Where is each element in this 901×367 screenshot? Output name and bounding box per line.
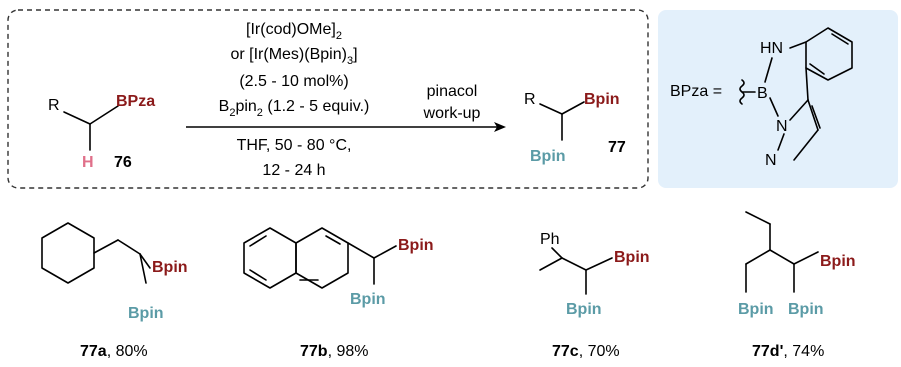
77dp-bpin-teal-left: Bpin xyxy=(738,301,774,318)
sm-r-label: R xyxy=(48,97,60,114)
condition-reagent: B2pin2 (1.2 - 5 equiv.) xyxy=(219,98,370,119)
77a-bpin-teal: Bpin xyxy=(128,305,164,322)
workup-line-2: work-up xyxy=(423,105,481,122)
77a-bpin-red: Bpin xyxy=(152,259,188,276)
product-77b: Bpin Bpin 77b, 98% xyxy=(243,227,434,360)
product-77: R Bpin Bpin 77 xyxy=(524,91,626,165)
condition-catalyst-2: or [Ir(Mes)(Bpin)3] xyxy=(230,46,357,67)
77c-bpin-red: Bpin xyxy=(614,249,650,266)
77c-caption: 77c, 70% xyxy=(552,343,620,360)
77dp-bpin-red: Bpin xyxy=(820,253,856,270)
77b-bpin-teal: Bpin xyxy=(350,291,386,308)
condition-catalyst-1: [Ir(cod)OMe]2 xyxy=(246,21,342,42)
product-77d-prime: Bpin Bpin Bpin 77d', 74% xyxy=(738,211,856,360)
condition-solvent-temp: THF, 50 - 80 °C, xyxy=(237,137,352,154)
bpza-structure: BPza = B HN N N xyxy=(670,27,853,169)
product-77a: Bpin Bpin 77a, 80% xyxy=(41,222,188,360)
condition-loading: (2.5 - 10 mol%) xyxy=(239,73,348,90)
product-77c: Ph Bpin Bpin 77c, 70% xyxy=(539,231,650,360)
reaction-conditions: [Ir(cod)OMe]2 or [Ir(Mes)(Bpin)3] (2.5 -… xyxy=(186,21,506,179)
bpza-n1-atom: N xyxy=(776,118,788,135)
starting-material-76: R BPza H 76 xyxy=(48,93,155,171)
bpza-b-atom: B xyxy=(757,85,768,102)
77dp-caption: 77d', 74% xyxy=(752,343,824,360)
sm-bpza-label: BPza xyxy=(116,93,155,110)
condition-time: 12 - 24 h xyxy=(262,162,325,179)
77c-ph-label: Ph xyxy=(540,231,560,248)
workup-line-1: pinacol xyxy=(427,83,478,100)
prod-bpin-bottom: Bpin xyxy=(530,148,566,165)
prod-bpin-top: Bpin xyxy=(584,91,620,108)
bpza-equals-label: BPza = xyxy=(670,83,722,100)
prod-compound-number: 77 xyxy=(608,139,626,156)
reaction-box xyxy=(7,9,649,189)
prod-r-label: R xyxy=(524,91,536,108)
reaction-arrow-head xyxy=(494,122,506,132)
sm-h-label: H xyxy=(82,154,94,171)
77c-bpin-teal: Bpin xyxy=(566,301,602,318)
bpza-n2-atom: N xyxy=(765,152,777,169)
77a-caption: 77a, 80% xyxy=(80,343,148,360)
bpza-hn-atom: HN xyxy=(760,40,783,57)
77dp-bpin-teal-right: Bpin xyxy=(788,301,824,318)
bpza-panel xyxy=(658,10,898,188)
77b-caption: 77b, 98% xyxy=(300,343,369,360)
77b-bpin-red: Bpin xyxy=(398,237,434,254)
sm-compound-number: 76 xyxy=(114,154,132,171)
